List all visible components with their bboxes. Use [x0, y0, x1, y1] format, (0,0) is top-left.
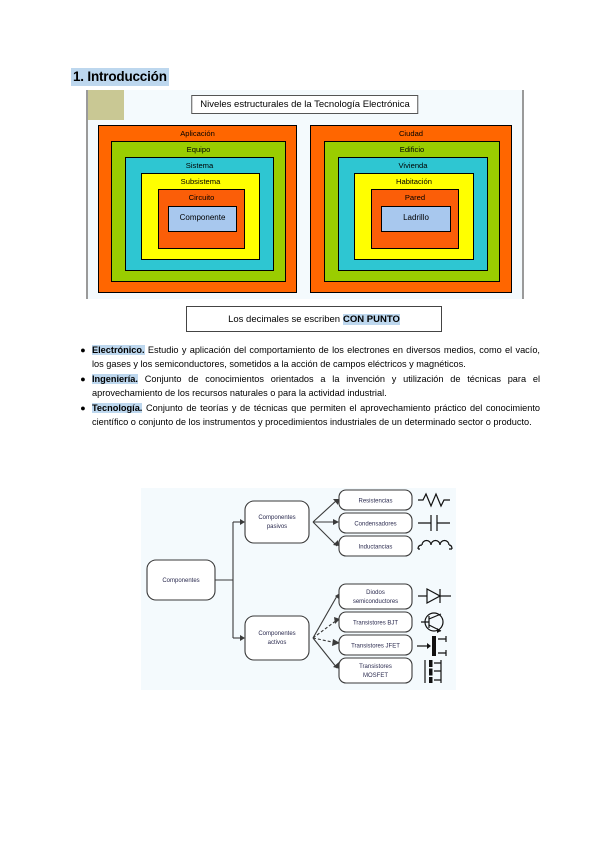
nested-label-ciudad: Ciudad [398, 129, 424, 138]
bjt-symbol [421, 612, 444, 633]
diagram-label-resistencias: Resistencias [358, 499, 392, 505]
diagram-leaf-resistencias [338, 489, 413, 511]
diagram-label-componentes-activos-l2: activos [268, 640, 287, 646]
nested-label-sistema: Sistema [185, 161, 214, 170]
diagram-label-mosfet-l2: MOSFET [363, 673, 388, 679]
decimals-note-text: Los decimales se escriben [228, 313, 341, 325]
diagram-leaf-transistores-bjt [338, 611, 413, 633]
nested-box-aplicacion: Aplicación Equipo Sistema Subsistema Cir… [98, 125, 297, 293]
definition-text: Tecnología. Conjunto de teorías y de téc… [92, 402, 540, 429]
diagram-leaf-diodos-semiconductores [338, 583, 413, 610]
nested-box-ladrillo: Ladrillo [381, 206, 451, 232]
decimals-note-box: Los decimales se escriben CON PUNTO [186, 306, 442, 332]
nested-label-ladrillo: Ladrillo [403, 213, 429, 222]
diagram-leaf-transistores-mosfet [338, 657, 413, 684]
figure-corner-swatch [88, 90, 124, 120]
nested-box-circuito: Circuito Componente [158, 189, 245, 249]
definition-body: Estudio y aplicación del comportamiento … [92, 345, 540, 369]
diagram-label-componentes-activos-l1: Componentes [258, 631, 295, 637]
nested-box-vivienda: Vivienda Habitación Pared Ladrillo [338, 157, 488, 271]
definition-term: Electrónico. [92, 345, 145, 355]
definition-term: Ingeniería. [92, 374, 138, 385]
page-title: 1. Introducción [71, 68, 169, 86]
decimals-note-emphasis: CON PUNTO [343, 313, 400, 325]
definitions-list: ● Electrónico. Estudio y aplicación del … [74, 344, 540, 432]
list-item: ● Electrónico. Estudio y aplicación del … [74, 344, 540, 371]
nested-box-ciudad: Ciudad Edificio Vivienda Habitación Pare… [310, 125, 512, 293]
nested-label-habitacion: Habitación [396, 177, 432, 186]
nested-label-aplicacion: Aplicación [180, 129, 215, 138]
nested-label-componente: Componente [179, 213, 226, 222]
diagram-label-componentes-pasivos-l1: Componentes [258, 515, 295, 521]
nested-box-habitacion: Habitación Pared Ladrillo [354, 173, 474, 260]
capacitor-symbol [418, 515, 450, 531]
diagram-node-componentes-activos [244, 615, 310, 661]
jfet-symbol [417, 636, 447, 656]
list-item: ● Tecnología. Conjunto de teorías y de t… [74, 402, 540, 429]
diagram-label-diodos-l1: Diodos [366, 590, 385, 596]
nested-label-edificio: Edificio [399, 145, 425, 154]
nested-box-subsistema: Subsistema Circuito Componente [141, 173, 260, 260]
diagram-label-mosfet-l1: Transistores [359, 664, 392, 670]
nested-box-sistema: Sistema Subsistema Circuito Componente [125, 157, 274, 271]
diagram-node-componentes-pasivos [244, 500, 310, 544]
nested-label-pared: Pared [404, 193, 426, 202]
diagram-label-jfet: Transistores JFET [351, 644, 400, 650]
definition-body: Conjunto de conocimientos orientados a l… [92, 374, 540, 398]
structural-levels-figure: Niveles estructurales de la Tecnología E… [86, 90, 524, 299]
diagram-leaf-inductancias [338, 535, 413, 557]
nested-label-vivienda: Vivienda [398, 161, 428, 170]
diagram-label-componentes: Componentes [162, 578, 199, 584]
diagram-label-diodos-l2: semiconductores [353, 599, 398, 605]
nested-box-pared: Pared Ladrillo [371, 189, 459, 249]
diagram-leaf-condensadores [338, 512, 413, 534]
nested-label-circuito: Circuito [188, 193, 215, 202]
definition-term: Tecnología. [92, 403, 143, 414]
nested-label-subsistema: Subsistema [180, 177, 221, 186]
diode-symbol [418, 587, 451, 605]
bullet-dot-icon: ● [80, 403, 86, 414]
nested-box-componente: Componente [168, 206, 237, 232]
bullet-dot-icon: ● [80, 345, 86, 355]
diagram-label-condensadores: Condensadores [354, 522, 396, 528]
components-classification-figure: Componentes Componentes pasivos Componen… [141, 488, 456, 690]
bullet-dot-icon: ● [80, 374, 86, 385]
nested-box-equipo: Equipo Sistema Subsistema Circuito Compo… [111, 141, 286, 282]
inductor-symbol [417, 539, 453, 550]
definition-text: Electrónico. Estudio y aplicación del co… [92, 344, 540, 371]
nested-box-edificio: Edificio Vivienda Habitación Pared Ladri… [324, 141, 500, 282]
list-item: ● Ingeniería. Conjunto de conocimientos … [74, 373, 540, 400]
definition-body: Conjunto de teorías y de técnicas que pe… [92, 403, 540, 427]
diagram-label-componentes-pasivos-l2: pasivos [267, 524, 287, 530]
levels-figure-title: Niveles estructurales de la Tecnología E… [191, 95, 419, 114]
diagram-label-inductancias: Inductancias [359, 545, 393, 551]
diagram-label-bjt: Transistores BJT [353, 621, 398, 627]
mosfet-symbol [424, 660, 442, 683]
diagram-leaf-transistores-jfet [338, 634, 413, 656]
definition-text: Ingeniería. Conjunto de conocimientos or… [92, 373, 540, 400]
nested-label-equipo: Equipo [186, 145, 211, 154]
resistor-symbol [418, 492, 450, 508]
